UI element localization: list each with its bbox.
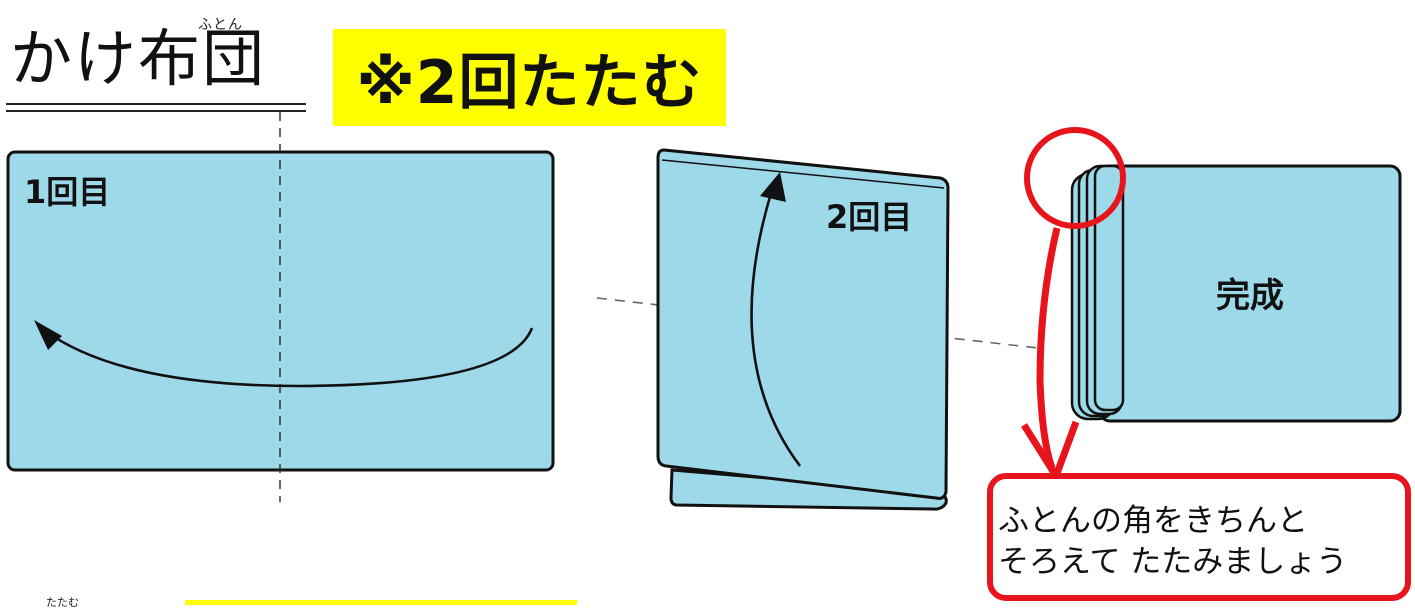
- title-ruby: ふとん: [198, 17, 243, 33]
- fold-arrow-head: [34, 320, 62, 350]
- corner-annotation: [987, 127, 1411, 601]
- title-underline: [6, 110, 306, 112]
- step1-label: 1回目: [24, 173, 110, 211]
- annotation-arrow-line: [1036, 227, 1061, 470]
- note-line: ふとんの角をきちんと: [998, 503, 1308, 539]
- note-text: ふとんの角をきちんと そろえて たたみましょう: [998, 501, 1347, 583]
- fold-count-text: ※2回たたむ: [356, 48, 703, 118]
- page-title: かけ布団: [10, 22, 267, 95]
- fold-count-badge: ※2回たたむ: [333, 29, 726, 126]
- step2-label: 2回目: [826, 198, 912, 236]
- title-underline: [6, 103, 306, 105]
- step2-futon: 2回目: [656, 148, 950, 511]
- step3-futon: 完成: [1070, 164, 1402, 423]
- fold-arrow-up-curve: [750, 189, 802, 467]
- corner-highlight-circle: [1024, 127, 1126, 229]
- note-line: そろえて たたみましょう: [998, 544, 1348, 580]
- fold-arrow-curve: [43, 327, 534, 388]
- step1-futon: 1回目: [6, 112, 555, 502]
- bottom-ruby: たたむ: [46, 596, 79, 609]
- bottom-highlight: [185, 600, 577, 605]
- step3-label: 完成: [1216, 276, 1284, 316]
- fold-arrow-up-head: [760, 172, 786, 202]
- note-box: [987, 473, 1411, 601]
